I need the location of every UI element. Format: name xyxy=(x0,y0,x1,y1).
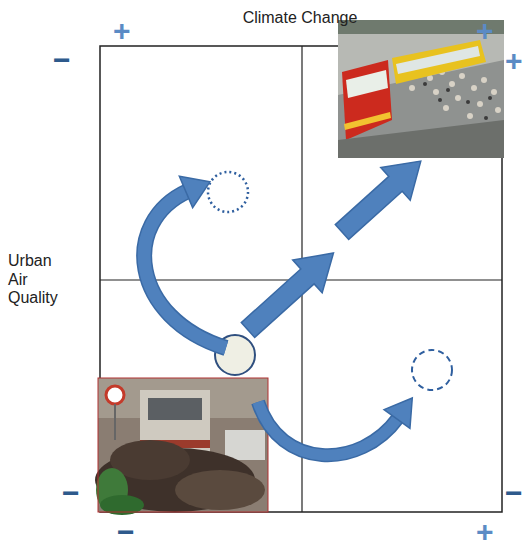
dashed-circle xyxy=(412,350,452,390)
curved-arrow xyxy=(258,389,425,456)
minus-sign: − xyxy=(505,478,523,508)
axis-title: Urban Air Quality xyxy=(8,252,70,307)
plus-sign: + xyxy=(476,517,494,547)
block-arrow xyxy=(233,237,348,347)
smoke-photo xyxy=(95,378,268,515)
axis-title: Climate Change xyxy=(243,9,358,27)
block-arrow xyxy=(327,145,435,249)
plus-sign: + xyxy=(113,16,131,46)
plus-sign: + xyxy=(476,16,494,46)
minus-sign: − xyxy=(117,517,135,547)
minus-sign: − xyxy=(62,478,80,508)
curved-arrow xyxy=(144,166,226,348)
minus-sign: − xyxy=(53,45,71,75)
dotted-circle xyxy=(208,172,248,212)
plus-sign: + xyxy=(505,46,523,76)
